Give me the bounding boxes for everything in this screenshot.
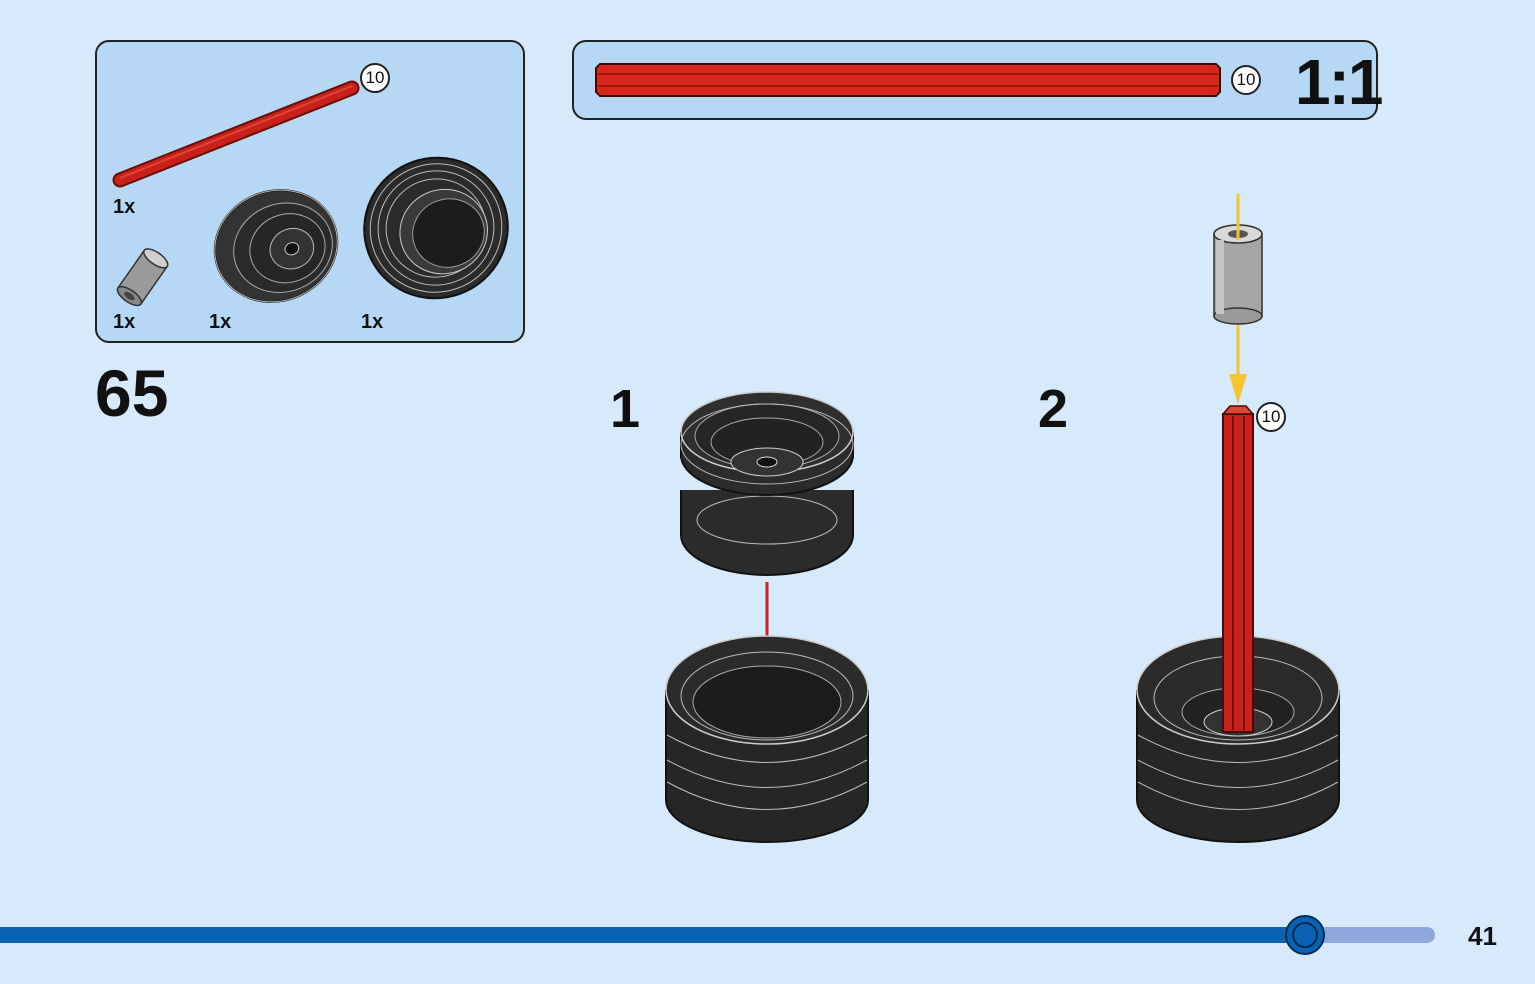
progress-fill — [0, 927, 1305, 943]
tire-part-image — [363, 156, 509, 300]
step-2-length-callout: 10 — [1256, 402, 1286, 432]
sub-step-2-number: 2 — [1038, 379, 1069, 439]
step-number: 65 — [95, 356, 169, 430]
connector-quantity: 1x — [113, 311, 136, 333]
axle-scale-image — [595, 63, 1221, 97]
scale-length-callout: 10 — [1231, 65, 1261, 95]
axle-length-callout: 10 — [360, 63, 390, 93]
progress-indicator — [1285, 915, 1325, 955]
tire-step-1-image — [665, 635, 869, 843]
axle-connector-step-2-image — [1213, 194, 1263, 325]
axle-connector-part-image — [116, 248, 169, 307]
page-number: 41 — [1468, 921, 1497, 951]
hub-quantity: 1x — [209, 311, 232, 333]
scale-ratio-label: 1:1 — [1295, 46, 1383, 118]
axle-quantity: 1x — [113, 196, 136, 218]
sub-step-1-number: 1 — [610, 379, 641, 439]
axle-part-image — [112, 80, 360, 188]
wheel-hub-assembly-image — [680, 391, 854, 736]
wheel-hub-part-image — [213, 189, 339, 303]
tire-quantity: 1x — [361, 311, 384, 333]
